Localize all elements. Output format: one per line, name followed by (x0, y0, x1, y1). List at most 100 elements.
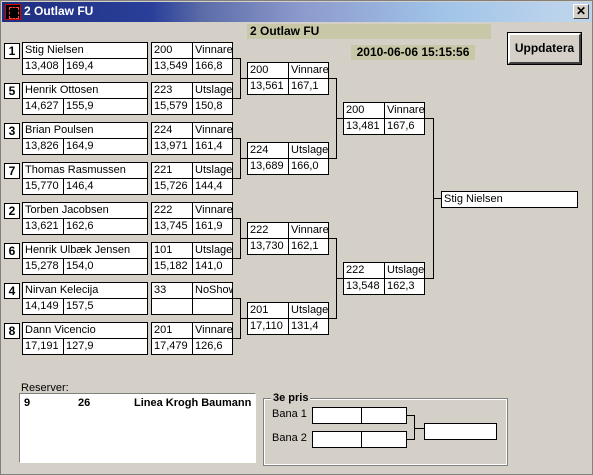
result-status: Vinnare (192, 322, 233, 339)
bracket-line (233, 338, 241, 339)
bracket-line (336, 278, 343, 279)
run-time: 13,689 (247, 158, 289, 175)
third-prize-group (263, 398, 508, 466)
bracket-line (407, 415, 415, 416)
bracket-line (240, 318, 248, 319)
seed-number: 5 (4, 83, 20, 99)
lane2-field-a (312, 431, 362, 448)
reaction-time: 14,149 (22, 298, 64, 315)
update-button[interactable]: Uppdatera (507, 32, 582, 65)
result-status: Utslagen (384, 262, 425, 279)
run-time: 15,726 (151, 178, 193, 195)
reaction-time: 13,621 (22, 218, 64, 235)
bracket-line (414, 415, 415, 440)
result-status: Utslagen (192, 242, 233, 259)
result-status: NoShow (192, 282, 233, 299)
lane-number: 101 (151, 242, 193, 259)
bracket-line (233, 98, 241, 99)
run-speed: 166,8 (192, 58, 233, 75)
lane1-label: Bana 1 (272, 408, 307, 420)
lane2-field-b (361, 431, 407, 448)
run-speed: 162,3 (384, 278, 425, 295)
speed: 155,9 (63, 98, 148, 115)
reserves-label: Reserver: (21, 382, 69, 394)
speed: 127,9 (63, 338, 148, 355)
bracket-line (329, 158, 337, 159)
lane-number: 222 (247, 222, 289, 239)
close-button[interactable]: ✕ (573, 4, 589, 19)
lane-number: 201 (151, 322, 193, 339)
lane-number: 200 (343, 102, 385, 119)
result-status: Utslagen (288, 142, 329, 159)
seed-number: 4 (4, 283, 20, 299)
bracket-line (329, 78, 337, 79)
lane2-label: Bana 2 (272, 432, 307, 444)
lane-number: 224 (151, 122, 193, 139)
reaction-time: 15,278 (22, 258, 64, 275)
lane-number: 224 (247, 142, 289, 159)
seed-number: 2 (4, 203, 20, 219)
reaction-time: 13,408 (22, 58, 64, 75)
event-banner: 2 Outlaw FU (247, 24, 491, 39)
seed-number: 3 (4, 123, 20, 139)
bracket-line (425, 278, 434, 279)
lane-number: 200 (247, 62, 289, 79)
lane-number: 223 (151, 82, 193, 99)
racer-name: Nirvan Kelecija (22, 282, 148, 299)
third-prize-winner (424, 423, 497, 440)
bracket-line (240, 158, 248, 159)
result-status: Vinnare (192, 122, 233, 139)
run-time: 15,182 (151, 258, 193, 275)
run-speed (192, 298, 233, 315)
bracket-line (233, 218, 241, 219)
racer-name: Brian Poulsen (22, 122, 148, 139)
reaction-time: 15,770 (22, 178, 64, 195)
result-status: Vinnare (384, 102, 425, 119)
bracket-line (414, 428, 424, 429)
run-speed: 161,4 (192, 138, 233, 155)
result-status: Utslagen (288, 302, 329, 319)
bracket-line (240, 238, 248, 239)
third-prize-label: 3e pris (271, 392, 311, 404)
result-status: Utslagen (192, 162, 233, 179)
run-time: 13,971 (151, 138, 193, 155)
run-speed: 144,4 (192, 178, 233, 195)
speed: 169,4 (63, 58, 148, 75)
app-icon (5, 4, 21, 20)
reserves-list[interactable]: 9 26 Linea Krogh Baumann (19, 393, 256, 463)
result-status: Vinnare (288, 222, 329, 239)
result-status: Utslagen (192, 82, 233, 99)
reserve-number: 9 (24, 397, 31, 409)
winner-name: Stig Nielsen (441, 191, 578, 208)
seed-number: 6 (4, 243, 20, 259)
run-speed: 161,9 (192, 218, 233, 235)
datetime-label: 2010-06-06 15:15:56 (351, 45, 475, 60)
reaction-time: 13,826 (22, 138, 64, 155)
seed-number: 1 (4, 43, 20, 59)
run-time: 13,730 (247, 238, 289, 255)
run-speed: 162,1 (288, 238, 329, 255)
racer-name: Dann Vicencio (22, 322, 148, 339)
seed-number: 8 (4, 323, 20, 339)
run-time: 15,579 (151, 98, 193, 115)
result-status: Vinnare (192, 42, 233, 59)
run-time: 13,549 (151, 58, 193, 75)
seed-number: 7 (4, 163, 20, 179)
window-title: 2 Outlaw FU (24, 4, 94, 18)
lane-number: 33 (151, 282, 193, 299)
racer-name: Torben Jacobsen (22, 202, 148, 219)
run-time: 17,479 (151, 338, 193, 355)
reserve-id: 26 (78, 397, 91, 409)
bracket-line (425, 118, 434, 119)
result-status: Vinnare (288, 62, 329, 79)
lane1-field-b (361, 407, 407, 424)
speed: 154,0 (63, 258, 148, 275)
speed: 162,6 (63, 218, 148, 235)
lane-number: 222 (343, 262, 385, 279)
lane-number: 222 (151, 202, 193, 219)
bracket-line (329, 238, 337, 239)
bracket-line (233, 258, 241, 259)
run-speed: 167,1 (288, 78, 329, 95)
speed: 146,4 (63, 178, 148, 195)
title-bar: 2 Outlaw FU ✕ (2, 2, 592, 22)
